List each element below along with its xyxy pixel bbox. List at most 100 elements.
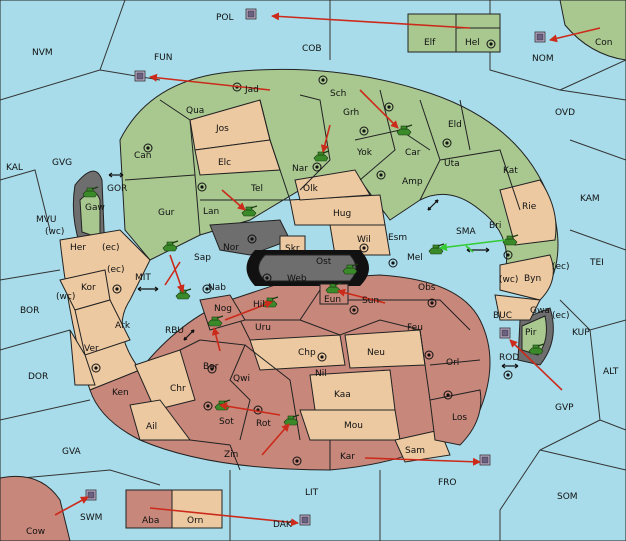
label-rot: Rot	[256, 419, 271, 429]
label-mvu: MVU	[36, 215, 57, 225]
label-wil: Wil	[357, 235, 371, 245]
label-sot: Sot	[219, 417, 234, 427]
province-gaw[interactable]	[79, 192, 101, 239]
province-ver[interactable]	[69, 329, 96, 386]
label-cob: COB	[302, 44, 322, 54]
label-los: Los	[452, 413, 467, 423]
label-lan: Lan	[203, 207, 219, 217]
label-chr: Chr	[170, 384, 186, 394]
province-web[interactable]	[258, 254, 357, 282]
label-tei: TEI	[589, 258, 604, 268]
label-wc3: (wc)	[499, 275, 518, 285]
label-kam: KAM	[580, 194, 600, 204]
province-olk[interactable]	[294, 169, 371, 201]
label-rod: ROD	[499, 353, 519, 363]
label-kup: KUP	[572, 328, 590, 338]
label-ken: Ken	[112, 388, 129, 398]
label-ver: Ver	[84, 344, 99, 354]
label-ec3: (ec)	[552, 262, 570, 272]
label-qwi: Qwi	[233, 374, 250, 384]
province-wil[interactable]	[329, 224, 391, 256]
label-hel: Hel	[465, 38, 480, 48]
label-zin: Zin	[224, 450, 238, 460]
label-orn: Orn	[187, 516, 203, 526]
label-nvm: NVM	[32, 48, 53, 58]
label-mit: MIT	[135, 273, 151, 283]
label-elc: Elc	[218, 158, 231, 168]
label-eld: Eld	[448, 120, 462, 130]
label-gwa: Gwa	[530, 306, 550, 316]
label-eun: Eun	[324, 295, 341, 305]
label-bor: BOR	[20, 306, 39, 316]
label-gvp: GVP	[555, 403, 574, 413]
label-pol: POL	[216, 13, 234, 23]
label-ec2: (ec)	[107, 265, 125, 275]
label-gvg: GVG	[52, 158, 72, 168]
support-arrows	[439, 239, 506, 253]
province-ark[interactable]	[74, 299, 131, 356]
label-cow: Cow	[26, 527, 45, 537]
order-arrows	[54, 12, 601, 527]
label-can: Can	[134, 151, 152, 161]
label-esm: Esm	[388, 233, 407, 243]
label-aba: Aba	[142, 516, 159, 526]
supply-centers	[91, 39, 513, 466]
label-wc1: (wc)	[45, 227, 64, 237]
label-lit: LIT	[305, 488, 319, 498]
label-chp: Chp	[298, 348, 316, 358]
label-grh: Grh	[343, 108, 359, 118]
label-sch: Sch	[330, 89, 346, 99]
label-con: Con	[595, 38, 613, 48]
province-hel[interactable]	[455, 13, 501, 53]
province-elf[interactable]	[407, 13, 457, 53]
label-qua: Qua	[186, 106, 204, 116]
label-ovd: OVD	[555, 108, 575, 118]
label-kar: Kar	[340, 452, 355, 462]
impassable-nor	[209, 219, 291, 256]
label-hil: Hil	[253, 300, 265, 310]
label-hug: Hug	[333, 209, 351, 219]
province-gwa[interactable]	[494, 294, 541, 321]
label-jad: Jad	[244, 85, 259, 95]
label-tel: Tel	[250, 184, 263, 194]
label-gva: GVA	[62, 447, 82, 457]
label-byn: Byn	[524, 274, 541, 284]
label-uru: Uru	[255, 323, 271, 333]
label-feu: Feu	[407, 323, 423, 333]
label-yok: Yok	[356, 148, 373, 158]
label-ost: Ost	[316, 257, 332, 267]
label-gaw: Gaw	[85, 203, 105, 213]
label-nom: NOM	[532, 54, 554, 64]
province-orn[interactable]	[171, 489, 223, 529]
label-car: Car	[405, 148, 421, 158]
label-bri: Bri	[489, 221, 501, 231]
label-ail: Ail	[146, 422, 157, 432]
label-sun: Sun	[362, 296, 379, 306]
label-web: Web	[287, 274, 307, 284]
label-ec1: (ec)	[102, 243, 120, 253]
province-chr[interactable]	[134, 349, 196, 411]
label-fro: FRO	[438, 478, 457, 488]
label-her: Her	[70, 243, 86, 253]
label-sap: Sap	[194, 253, 211, 263]
label-kaa: Kaa	[334, 390, 351, 400]
label-kal: KAL	[6, 163, 23, 173]
province-los[interactable]	[429, 389, 482, 446]
label-dak: DAK	[273, 520, 293, 530]
province-rie[interactable]	[499, 179, 557, 246]
label-kor: Kor	[81, 283, 96, 293]
province-cow[interactable]	[0, 475, 71, 541]
label-sam: Sam	[405, 446, 425, 456]
label-jos: Jos	[215, 124, 229, 134]
label-kat: Kat	[503, 166, 518, 176]
label-alt: ALT	[603, 367, 619, 377]
label-nor: Nor	[223, 243, 239, 253]
province-neu[interactable]	[344, 329, 426, 369]
label-wc2: (wc)	[56, 292, 75, 302]
label-som: SOM	[557, 492, 578, 502]
label-sma: SMA	[456, 227, 476, 237]
label-ark: Ark	[115, 321, 131, 331]
label-fun: FUN	[154, 53, 173, 63]
label-orl: Orl	[446, 358, 459, 368]
